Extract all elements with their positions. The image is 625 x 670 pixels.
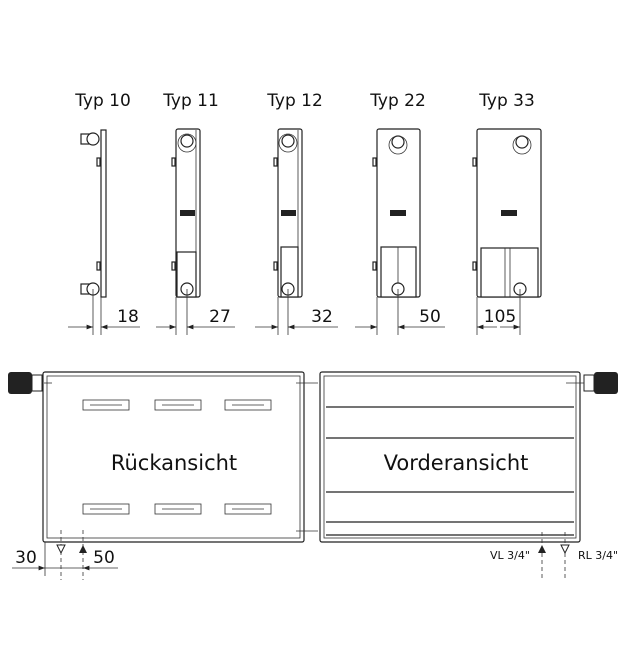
back-view-label: Rückansicht — [111, 451, 237, 475]
thermostat-valve-left-icon — [8, 372, 43, 394]
depth-typ-10: 18 — [117, 307, 139, 327]
side-view-typ-11 — [156, 128, 235, 335]
back-view — [8, 371, 318, 580]
thermostat-valve-right-icon — [583, 372, 618, 394]
title-typ-33: Typ 33 — [478, 91, 535, 111]
side-view-typ-10 — [68, 129, 140, 335]
front-view-label: Vorderansicht — [384, 451, 529, 475]
return-label: RL 3/4" — [578, 549, 618, 562]
dim-50: 50 — [93, 548, 115, 568]
depth-typ-22: 50 — [419, 307, 441, 327]
title-typ-22: Typ 22 — [369, 91, 426, 111]
supply-label: VL 3/4" — [490, 549, 530, 562]
wall-brackets — [82, 399, 272, 515]
front-view — [319, 371, 618, 580]
depth-typ-12: 32 — [311, 307, 333, 327]
depth-typ-11: 27 — [209, 307, 231, 327]
side-view-typ-33 — [472, 128, 542, 335]
depth-typ-33: 105 — [484, 307, 516, 327]
title-typ-11: Typ 11 — [162, 91, 219, 111]
side-view-typ-12 — [255, 128, 338, 335]
side-view-typ-22 — [355, 128, 445, 335]
title-typ-12: Typ 12 — [266, 91, 323, 111]
dim-30: 30 — [15, 548, 37, 568]
title-typ-10: Typ 10 — [74, 91, 131, 111]
